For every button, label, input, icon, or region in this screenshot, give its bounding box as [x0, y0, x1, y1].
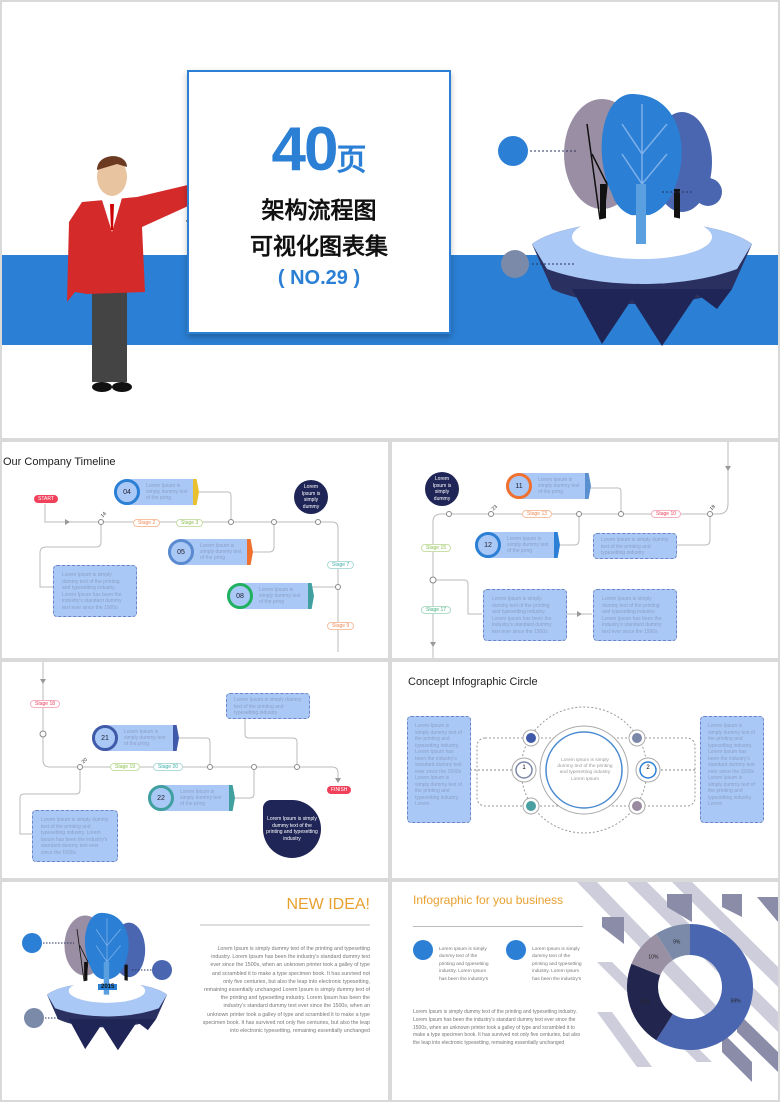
- speech-bubble: Lorem Ipsum is simply dummy: [425, 472, 459, 506]
- donut-slice-label: 59%: [731, 998, 742, 1004]
- page-count-unit: 页: [336, 144, 367, 177]
- timeline-pill: 08 Lorem Ipsum is simply dummy text of th…: [227, 583, 314, 609]
- speech-bubble: Lorem Ipsum is simply dummy text of the …: [263, 800, 321, 858]
- pill-text: Lorem Ipsum is simply dummy text of the …: [124, 728, 166, 748]
- step-number: 05: [168, 539, 194, 565]
- step-number: 04: [114, 479, 140, 505]
- pill-text: Lorem Ipsum is simply dummy text of the …: [180, 788, 222, 808]
- timeline-pill: 22 Lorem Ipsum is simply dummy text of th…: [148, 785, 235, 811]
- slide-title: Our Company Timeline: [3, 456, 116, 468]
- info-box: Lorem Ipsum is simply dummy text of the …: [593, 533, 677, 559]
- pill-text: Lorem Ipsum is simply dummy text of the …: [538, 476, 580, 496]
- donut-slice-label: 9%: [673, 939, 681, 945]
- node-2-label: 2: [646, 765, 650, 771]
- donut-slice: [631, 933, 673, 976]
- timeline-slide-2: Lorem Ipsum is simply dummy 23 18 Stage …: [392, 442, 778, 658]
- donut-slice: [656, 924, 753, 1050]
- timeline-lines: [19, 662, 341, 835]
- timeline-pill: 11 Lorem Ipsum is simply dummy text of th…: [506, 473, 591, 499]
- cover-code: ( NO.29 ): [277, 267, 361, 289]
- business-title: Infographic for you business: [413, 893, 564, 907]
- stage-label: Stage 3: [176, 519, 204, 527]
- cover-title-line2: 可视化图表集: [250, 233, 388, 259]
- business-slide: Infographic for you business Lorem Ipsum…: [392, 882, 778, 1100]
- info-box: Lorem Ipsum is simply dummy text of the …: [226, 693, 310, 719]
- stage-label: Stage 15: [421, 544, 452, 552]
- pill-text: Lorem Ipsum is simply dummy text of the …: [200, 542, 242, 562]
- timeline-pill: 05 Lorem Ipsum is simply dummy text of th…: [168, 539, 253, 565]
- business-paragraph: Lorem Ipsum is simply dummy text of the …: [413, 1009, 581, 1046]
- step-number: 12: [475, 532, 501, 558]
- speech-bubble: Lorem Ipsum is simply dummy: [294, 480, 328, 514]
- pill-text: Lorem Ipsum is simply dummy text of the …: [507, 535, 549, 555]
- bullet-circle-icon: [506, 940, 526, 960]
- step-number: 11: [506, 473, 532, 499]
- timeline-pill: 21 Lorem Ipsum is simply dummy text of th…: [92, 725, 179, 751]
- title-divider: [413, 926, 583, 927]
- info-box: Lorem Ipsum is simply dummy text of the …: [53, 565, 137, 617]
- info-box: Lorem Ipsum is simply dummy text of the …: [593, 589, 677, 641]
- presenter-illustration: [67, 156, 233, 392]
- timeline-pill: 04 Lorem Ipsum is simply dummy text of th…: [114, 479, 199, 505]
- new-idea-paragraph: Lorem Ipsum is simply dummy text of the …: [202, 946, 370, 1035]
- bullet-text: Lorem Ipsum is simply dummy text of the …: [439, 947, 489, 982]
- timeline-slide-1: Our Company Timeline START 14 Stage 2 St…: [2, 442, 388, 658]
- node-circles: [511, 729, 661, 815]
- decor-dots: [22, 924, 370, 1028]
- step-number: 08: [227, 583, 253, 609]
- finish-label: FINISH: [327, 786, 352, 794]
- donut-slice-label: 22%: [640, 1000, 651, 1006]
- step-number: 21: [92, 725, 118, 751]
- center-text: Lorem Ipsum is simply dummy text of the …: [557, 758, 613, 782]
- slide-title: Concept Infographic Circle: [408, 676, 538, 688]
- new-idea-title: NEW IDEA!: [286, 896, 370, 913]
- stage-label: Stage 18: [30, 700, 61, 708]
- donut-slice: [656, 924, 690, 960]
- page-count: 40: [271, 115, 339, 184]
- stage-label: Stage 7: [327, 561, 355, 569]
- info-box: Lorem Ipsum is simply dummy text of the …: [32, 810, 118, 862]
- timeline-lines: [39, 491, 341, 652]
- stage-label: Stage 10: [651, 510, 682, 518]
- stage-label: Stage 13: [522, 510, 553, 518]
- donut-slice: [627, 963, 673, 1041]
- year-tag: 2015: [98, 984, 118, 990]
- stage-label: Stage 20: [153, 763, 184, 771]
- stage-label: Stage 9: [327, 622, 355, 630]
- donut-slice-label: 10%: [648, 955, 659, 961]
- bullet-circle-icon: [413, 940, 433, 960]
- start-label: START: [34, 495, 58, 503]
- pill-text: Lorem Ipsum is simply dummy text of the …: [146, 482, 188, 502]
- concept-diagram: [470, 706, 697, 834]
- right-info-box: Lorem Ipsum is simply dummy text of the …: [700, 716, 764, 823]
- cover-title-line1: 架构流程图: [261, 197, 377, 223]
- concept-circle-slide: Concept Infographic Circle 1 2 Lorem Ips…: [392, 662, 778, 878]
- timeline-lines: [429, 442, 731, 658]
- left-info-box: Lorem Ipsum is simply dummy text of the …: [407, 716, 471, 823]
- cover-slide: 40页 架构流程图 可视化图表集 ( NO.29 ): [2, 2, 778, 438]
- new-idea-slide: 2015 NEW IDEA! Lorem Ipsum is simply dum…: [2, 882, 388, 1100]
- node-1-label: 1: [522, 765, 526, 771]
- info-box: Lorem Ipsum is simply dummy text of the …: [483, 589, 567, 641]
- timeline-pill: 12 Lorem Ipsum is simply dummy text of th…: [475, 532, 560, 558]
- step-number: 22: [148, 785, 174, 811]
- title-card: 40页 架构流程图 可视化图表集 ( NO.29 ): [187, 70, 451, 334]
- donut-chart: 59% 22% 10% 9%: [627, 924, 753, 1050]
- pill-text: Lorem Ipsum is simply dummy text of the …: [259, 586, 301, 606]
- stage-label: Stage 2: [133, 519, 161, 527]
- stage-label: Stage 19: [110, 763, 141, 771]
- bullet-text: Lorem Ipsum is simply dummy text of the …: [532, 947, 582, 982]
- stage-label: Stage 17: [421, 606, 452, 614]
- decor-dots: [498, 136, 722, 278]
